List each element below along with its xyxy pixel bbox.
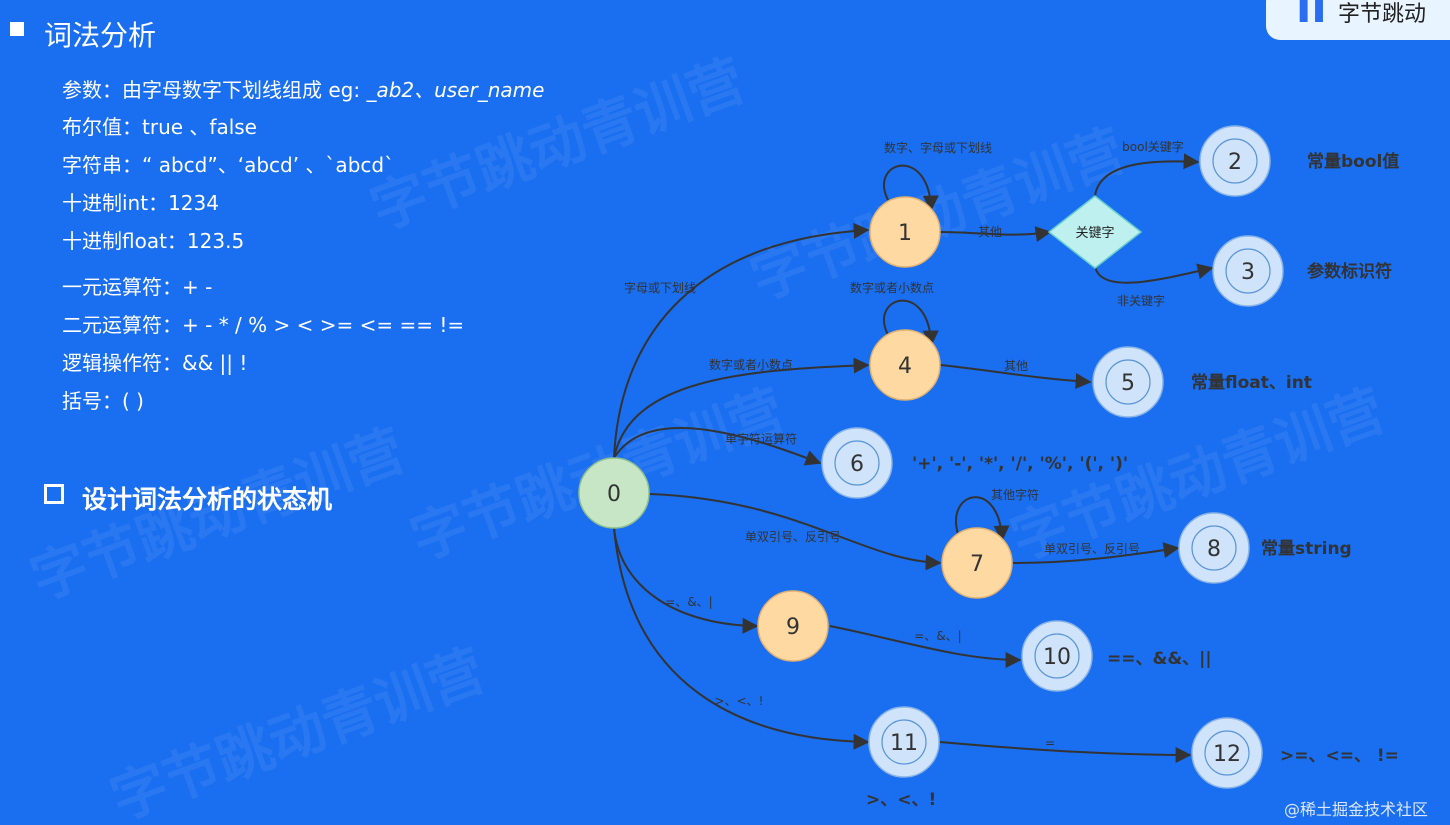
state-5: 5 [1092, 346, 1164, 418]
edge-7-loop [955, 496, 1010, 542]
edge-label: 非关键字 [1117, 293, 1165, 308]
edge-kw-3 [1094, 263, 1214, 284]
edge-label: >、<、! [715, 694, 764, 708]
state-label: 8 [1207, 537, 1221, 562]
state-label: 3 [1241, 260, 1255, 285]
definition-string: 字符串：“ abcd”、‘abcd’ 、`abcd` [62, 153, 395, 177]
section-subtitle: 设计词法分析的状态机 [82, 485, 333, 514]
edge-label: =、&、| [665, 595, 712, 609]
result-label: 常量float、int [1191, 372, 1312, 393]
edge-label: = [1045, 736, 1055, 750]
subtitle-bullet-icon [44, 484, 64, 504]
decision-label: 关键字 [1075, 226, 1114, 241]
edge-11-12 [939, 741, 1192, 763]
definition-example: _ab2、user_name [366, 78, 545, 102]
definition-logic-op: 逻辑操作符：&& || ! [62, 351, 248, 375]
state-label: 12 [1213, 742, 1241, 767]
definition-unary-op: 一元运算符：+ - [62, 275, 213, 299]
definition-binary-op: 二元运算符：+ - * / % > < >= <= == != [62, 313, 465, 337]
page-title: 词法分析 [44, 19, 157, 52]
edge-1-kw [939, 226, 1052, 243]
result-label: >、<、! [866, 790, 936, 810]
state-1: 1 [869, 196, 941, 268]
edge-label: 数字或者小数点 [709, 357, 793, 372]
edge-0-4 [613, 357, 870, 459]
definition-int: 十进制int：1234 [62, 191, 219, 215]
result-label: 参数标识符 [1307, 261, 1392, 282]
state-2: 2 [1199, 125, 1271, 197]
state-label: 10 [1043, 645, 1071, 670]
definition-label: 参数：由字母数字下划线组成 eg: [62, 78, 367, 102]
edge-label: 数字或者小数点 [850, 280, 934, 295]
result-label: '+', '-', '*', '/', '%', '(', ')' [912, 454, 1128, 474]
state-label: 6 [850, 452, 864, 477]
edge-label: 单双引号、反引号 [745, 530, 841, 544]
logo-text: 字节跳动 [1338, 2, 1427, 27]
edge-0-1 [613, 222, 870, 459]
decision-diamond [1047, 195, 1143, 269]
state-label: 5 [1121, 371, 1135, 396]
edge-label: 单双引号、反引号 [1044, 542, 1140, 556]
state-9: 9 [757, 590, 829, 662]
edge-label: 单字符运算符 [725, 431, 797, 446]
edge-label: 其他 [1004, 359, 1028, 373]
state-7: 7 [941, 527, 1013, 599]
definition-float: 十进制float：123.5 [62, 229, 245, 253]
edge-7-8 [1012, 542, 1180, 564]
edge-0-7 [649, 493, 942, 571]
edge-1-loop [883, 164, 939, 212]
result-label: >=、<=、 != [1280, 746, 1399, 766]
edge-label: 其他 [978, 225, 1002, 239]
state-6: 6 [821, 427, 893, 499]
edge-label: 其他字符 [991, 487, 1039, 502]
edge-0-9 [613, 527, 759, 634]
state-label: 0 [607, 482, 621, 507]
title-bullet-icon [10, 22, 24, 36]
state-3: 3 [1212, 235, 1284, 307]
edge-label: 字母或下划线 [624, 280, 696, 295]
state-0: 0 [578, 457, 650, 529]
result-label: ==、&&、|| [1107, 649, 1212, 669]
state-10: 10 [1021, 620, 1093, 692]
state-label: 7 [970, 552, 984, 577]
state-11: 11 [868, 706, 940, 778]
definition-boolean: 布尔值：true 、false [62, 115, 257, 139]
edge-9-10 [829, 625, 1022, 668]
state-label: 2 [1228, 150, 1242, 175]
decision-keyword: 关键字 [1047, 195, 1143, 269]
state-label: 1 [898, 221, 912, 246]
result-label: 常量bool值 [1307, 151, 1399, 172]
edge-0-11 [613, 527, 870, 750]
state-label: 9 [786, 615, 800, 640]
result-label: 常量string [1261, 538, 1352, 559]
state-12: 12 [1191, 717, 1263, 789]
state-8: 8 [1178, 512, 1250, 584]
footer-credit: @稀土掘金技术社区 [1284, 800, 1429, 819]
edge-label: bool关键字 [1122, 139, 1184, 154]
bytedance-logo-icon: ▌▌ [1300, 0, 1331, 22]
edge-4-loop [883, 299, 939, 347]
state-label: 11 [890, 731, 918, 756]
brand-logo: ▌▌ 字节跳动 [1266, 0, 1450, 40]
state-label: 4 [898, 354, 912, 379]
definition-parameter: 参数：由字母数字下划线组成 eg: _ab2、user_name [62, 74, 544, 103]
edge-label: 数字、字母或下划线 [884, 140, 992, 155]
edge-label: =、&、| [914, 629, 961, 643]
state-4: 4 [869, 329, 941, 401]
definition-bracket: 括号：( ) [62, 389, 144, 413]
edge-0-6 [613, 427, 822, 466]
edge-4-5 [939, 364, 1092, 390]
edge-kw-2 [1094, 153, 1200, 197]
